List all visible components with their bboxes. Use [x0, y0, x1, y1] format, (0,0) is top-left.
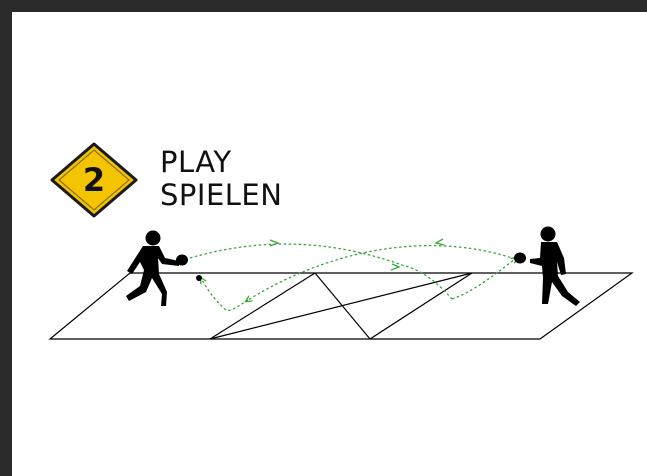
trajectory-arrow-icon [248, 244, 516, 300]
ball-trajectories [189, 238, 516, 312]
table-diagonal-b [369, 272, 473, 340]
trajectory-arrow-icon [202, 280, 249, 312]
left-player [126, 230, 188, 306]
trajectory-arrow-icon [189, 243, 453, 300]
step-title-german: SPIELEN [160, 178, 283, 212]
table [48, 272, 634, 340]
diagram-frame: 2 PLAY SPIELEN [12, 12, 647, 476]
step-title-english: PLAY [160, 145, 232, 179]
play-scene [48, 226, 634, 340]
ball-icon [196, 275, 202, 281]
diamond-sign-icon [50, 142, 138, 218]
table-diagonal-a [209, 272, 473, 340]
step-number: 2 [83, 161, 105, 199]
trajectory-arrow-icon [451, 259, 515, 300]
table-outline [48, 272, 634, 340]
player-with-paddle-icon [514, 226, 580, 306]
player-with-paddle-icon [126, 230, 188, 306]
step-badge: 2 [50, 142, 138, 218]
right-player [514, 226, 580, 306]
table-net-left [209, 272, 316, 340]
